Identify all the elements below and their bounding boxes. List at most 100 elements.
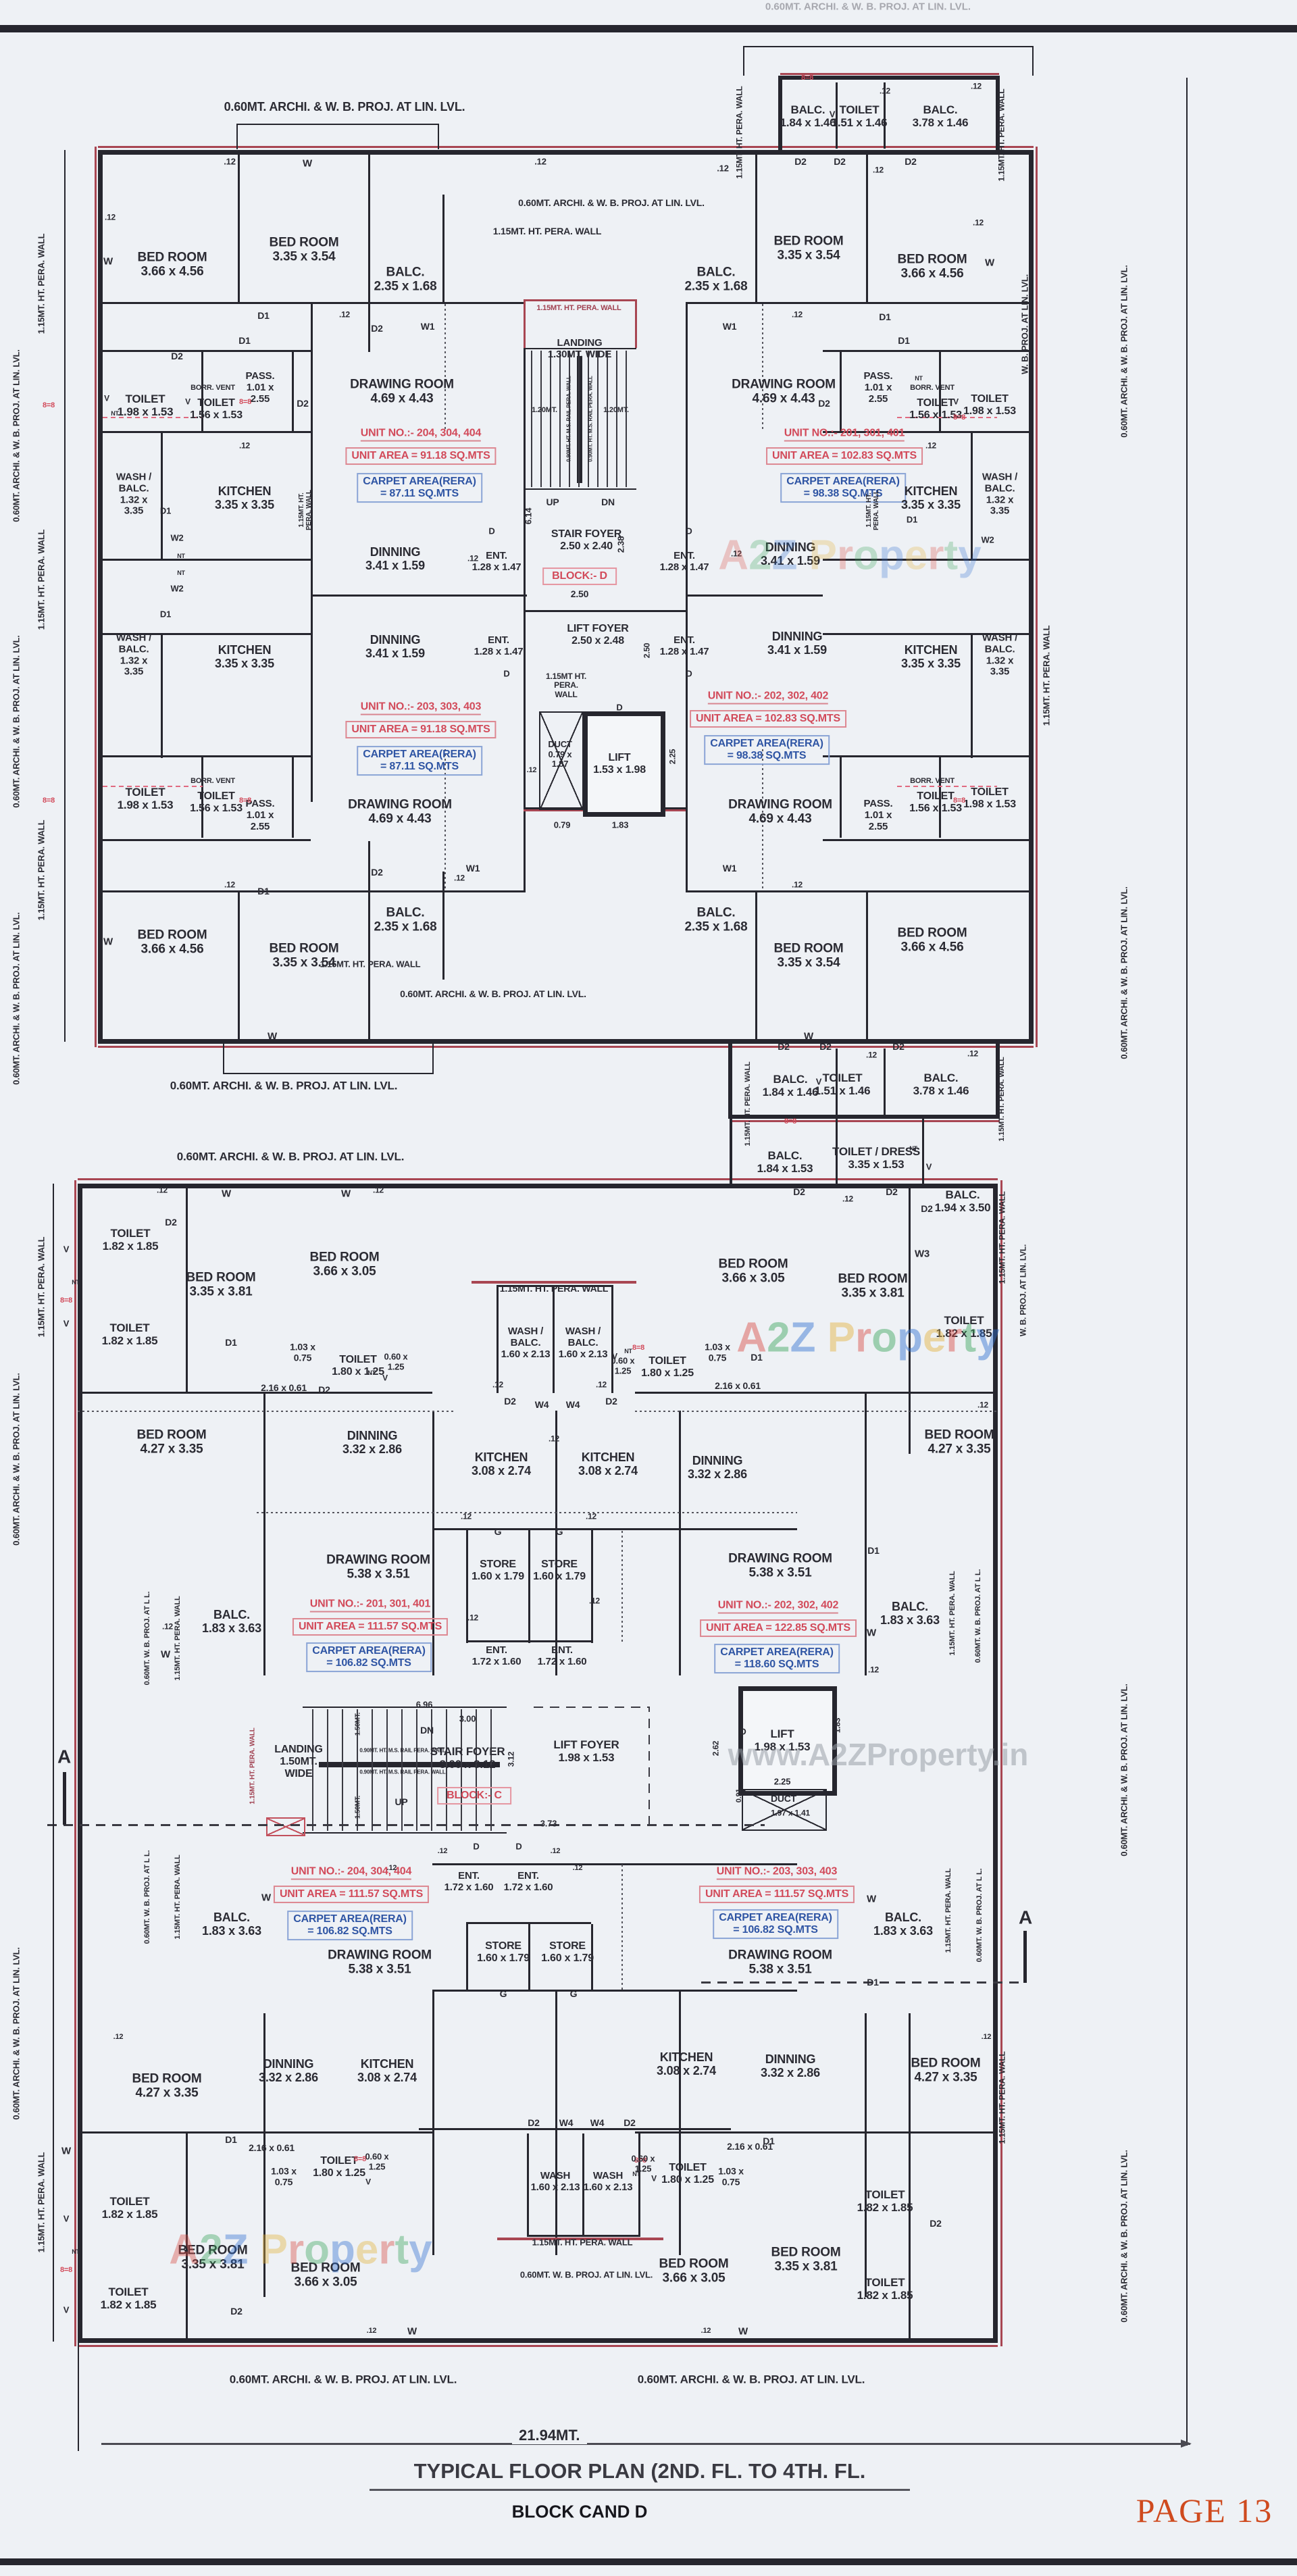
wall-segment	[866, 890, 868, 1040]
plan-label: .12	[467, 1613, 479, 1623]
plan-label: 0.90MT. HT. M.S. RAIL PERA. WALL	[587, 376, 594, 462]
wall-segment	[466, 1528, 468, 1643]
plan-label: 1.15MT. HT. PERA. WALL	[297, 490, 313, 530]
plan-label: BED ROOM 4.27 x 3.35	[136, 1428, 207, 1457]
wall-segment	[98, 150, 103, 1044]
plan-label: CARPET AREA(RERA) = 98.38 SQ.MTS	[780, 473, 906, 503]
plan-label: WASH / BALC. 1.60 x 2.13	[501, 1325, 551, 1360]
plan-label: 0.60 x 1.25	[365, 2151, 389, 2171]
plan-label: CARPET AREA(RERA) = 106.82 SQ.MTS	[287, 1911, 413, 1940]
plan-label: W	[867, 1627, 876, 1639]
plan-label: DINNING 3.41 x 1.59	[767, 629, 827, 657]
plan-label: KITCHEN 3.35 x 3.35	[901, 484, 961, 511]
wall-segment	[577, 356, 582, 483]
page-number: PAGE 13	[1136, 2492, 1273, 2529]
stair-tread	[446, 1709, 447, 1831]
wall-segment	[497, 1287, 499, 1393]
plan-label: ENT. 1.72 x 1.60	[472, 1644, 522, 1667]
plan-label: STORE 1.60 x 1.79	[541, 1940, 594, 1964]
plan-label: D2	[504, 1396, 516, 1407]
wall-segment	[292, 351, 294, 431]
wall-segment	[524, 302, 526, 892]
plan-label: W	[103, 255, 113, 268]
plan-label: .12	[113, 2032, 124, 2041]
plan-label: W	[103, 936, 113, 948]
wall-segment	[303, 1832, 507, 1834]
plan-label: TOILET 1.98 x 1.53	[117, 392, 174, 418]
plan-label: BALC. 2.35 x 1.68	[374, 265, 437, 294]
plan-label: W	[222, 1188, 231, 1200]
plan-label: KITCHEN 3.08 x 2.74	[578, 1450, 638, 1478]
wall-segment	[466, 1640, 591, 1642]
plan-label: 1.15MT. HT. PERA. WALL	[536, 303, 621, 312]
plan-label: D1	[867, 1977, 879, 1988]
plan-label: 6.14	[523, 507, 534, 525]
plan-label: 1.20MT.	[532, 405, 557, 414]
plan-label: DRAWING ROOM 5.38 x 3.51	[326, 1552, 430, 1582]
wall-segment	[780, 76, 998, 80]
plan-label: .12	[104, 212, 116, 222]
wall-segment	[621, 1865, 623, 1990]
plan-label: D2	[834, 156, 846, 168]
plan-label: UP	[546, 497, 559, 508]
plan-label: .12	[872, 165, 884, 175]
wall-segment	[442, 195, 444, 303]
plan-label: W4	[559, 2117, 574, 2129]
plan-label: 3.12	[506, 1751, 516, 1767]
wall-segment	[582, 2133, 584, 2236]
wall-segment	[730, 1115, 998, 1119]
plan-label: DINNING 3.41 x 1.59	[365, 632, 425, 660]
plan-label: W1	[722, 321, 737, 332]
wall-segment	[161, 633, 163, 758]
plan-label: 1.50MT.	[354, 1795, 362, 1819]
plan-label: 1.15MT. HT. PERA. WALL	[532, 2237, 633, 2248]
wall-segment	[528, 1528, 530, 1643]
plan-label: CARPET AREA(RERA) = 87.11 SQ.MTS	[357, 746, 482, 776]
wall-segment	[238, 152, 240, 302]
plan-label: 1.83	[832, 1717, 842, 1734]
plan-label: D1	[238, 335, 251, 347]
wall-segment	[303, 1707, 507, 1708]
plan-label: 8=8	[59, 2265, 73, 2274]
plan-label: UNIT NO.:- 203, 303, 403	[360, 701, 481, 715]
plan-label: D	[740, 1726, 746, 1737]
plan-label: D	[503, 668, 510, 679]
duct-cross	[742, 1789, 827, 1831]
plan-label: 1.15MT. HT. PERA. WALL	[36, 2152, 47, 2253]
plan-label: BLOCK:- C	[437, 1787, 511, 1804]
plan-label: .12	[701, 2326, 711, 2335]
plan-label: UNIT AREA = 111.57 SQ.MTS	[292, 1618, 449, 1636]
wall-segment	[263, 1392, 265, 1675]
plan-label: DRAWING ROOM 4.69 x 4.43	[732, 377, 836, 406]
plan-label: D	[686, 526, 692, 536]
plan-label: 0.60MT. ARCHI. & W. B. PROJ. AT LIN. LVL…	[1119, 886, 1129, 1059]
wall-segment	[836, 1119, 838, 1184]
wall-segment	[823, 431, 1034, 433]
plan-label: 1.15MT. HT. PERA. WALL	[499, 1283, 609, 1294]
plan-label: 0.60MT. W. B. PROJ. AT L L.	[143, 1850, 151, 1944]
plan-label: 0.60MT. ARCHI. & W. B. PROJ. AT LIN. LVL…	[1119, 2150, 1129, 2323]
plan-label: .12	[867, 1665, 880, 1675]
plan-label: KITCHEN 3.08 x 2.74	[657, 2050, 716, 2077]
plan-label: 2.50	[570, 588, 589, 600]
wall-segment	[98, 350, 311, 352]
pera-wall-red	[98, 1046, 1034, 1048]
plan-label: .12	[460, 1511, 472, 1521]
plan-label: STAIR FOYER 3.00 x 3.12	[430, 1744, 505, 1771]
plan-label: 8=8	[42, 401, 55, 409]
wall-segment	[98, 755, 311, 757]
plan-label: BALC. 1.83 x 3.63	[873, 1910, 933, 1938]
wall-segment	[1029, 150, 1034, 1044]
plan-label: 1.83	[611, 819, 629, 830]
plan-label: BED ROOM 3.66 x 4.56	[137, 250, 207, 279]
plan-label: 6.96	[415, 1699, 433, 1710]
plan-label: V	[651, 2173, 657, 2183]
plan-label: W2	[170, 532, 184, 543]
plan-label: D1	[763, 2136, 775, 2147]
plan-label: .12	[467, 553, 479, 563]
plan-label: TOILET 1.98 x 1.53	[117, 785, 174, 811]
plan-label: TOILET 1.56 x 1.53	[909, 790, 962, 814]
plan-label: BORR. VENT	[190, 383, 235, 392]
plan-label: TOILET 1.80 x 1.25	[641, 1355, 694, 1379]
plan-label: 0.60MT. ARCHI. & W. B. PROJ. AT LIN. LVL…	[224, 99, 465, 113]
